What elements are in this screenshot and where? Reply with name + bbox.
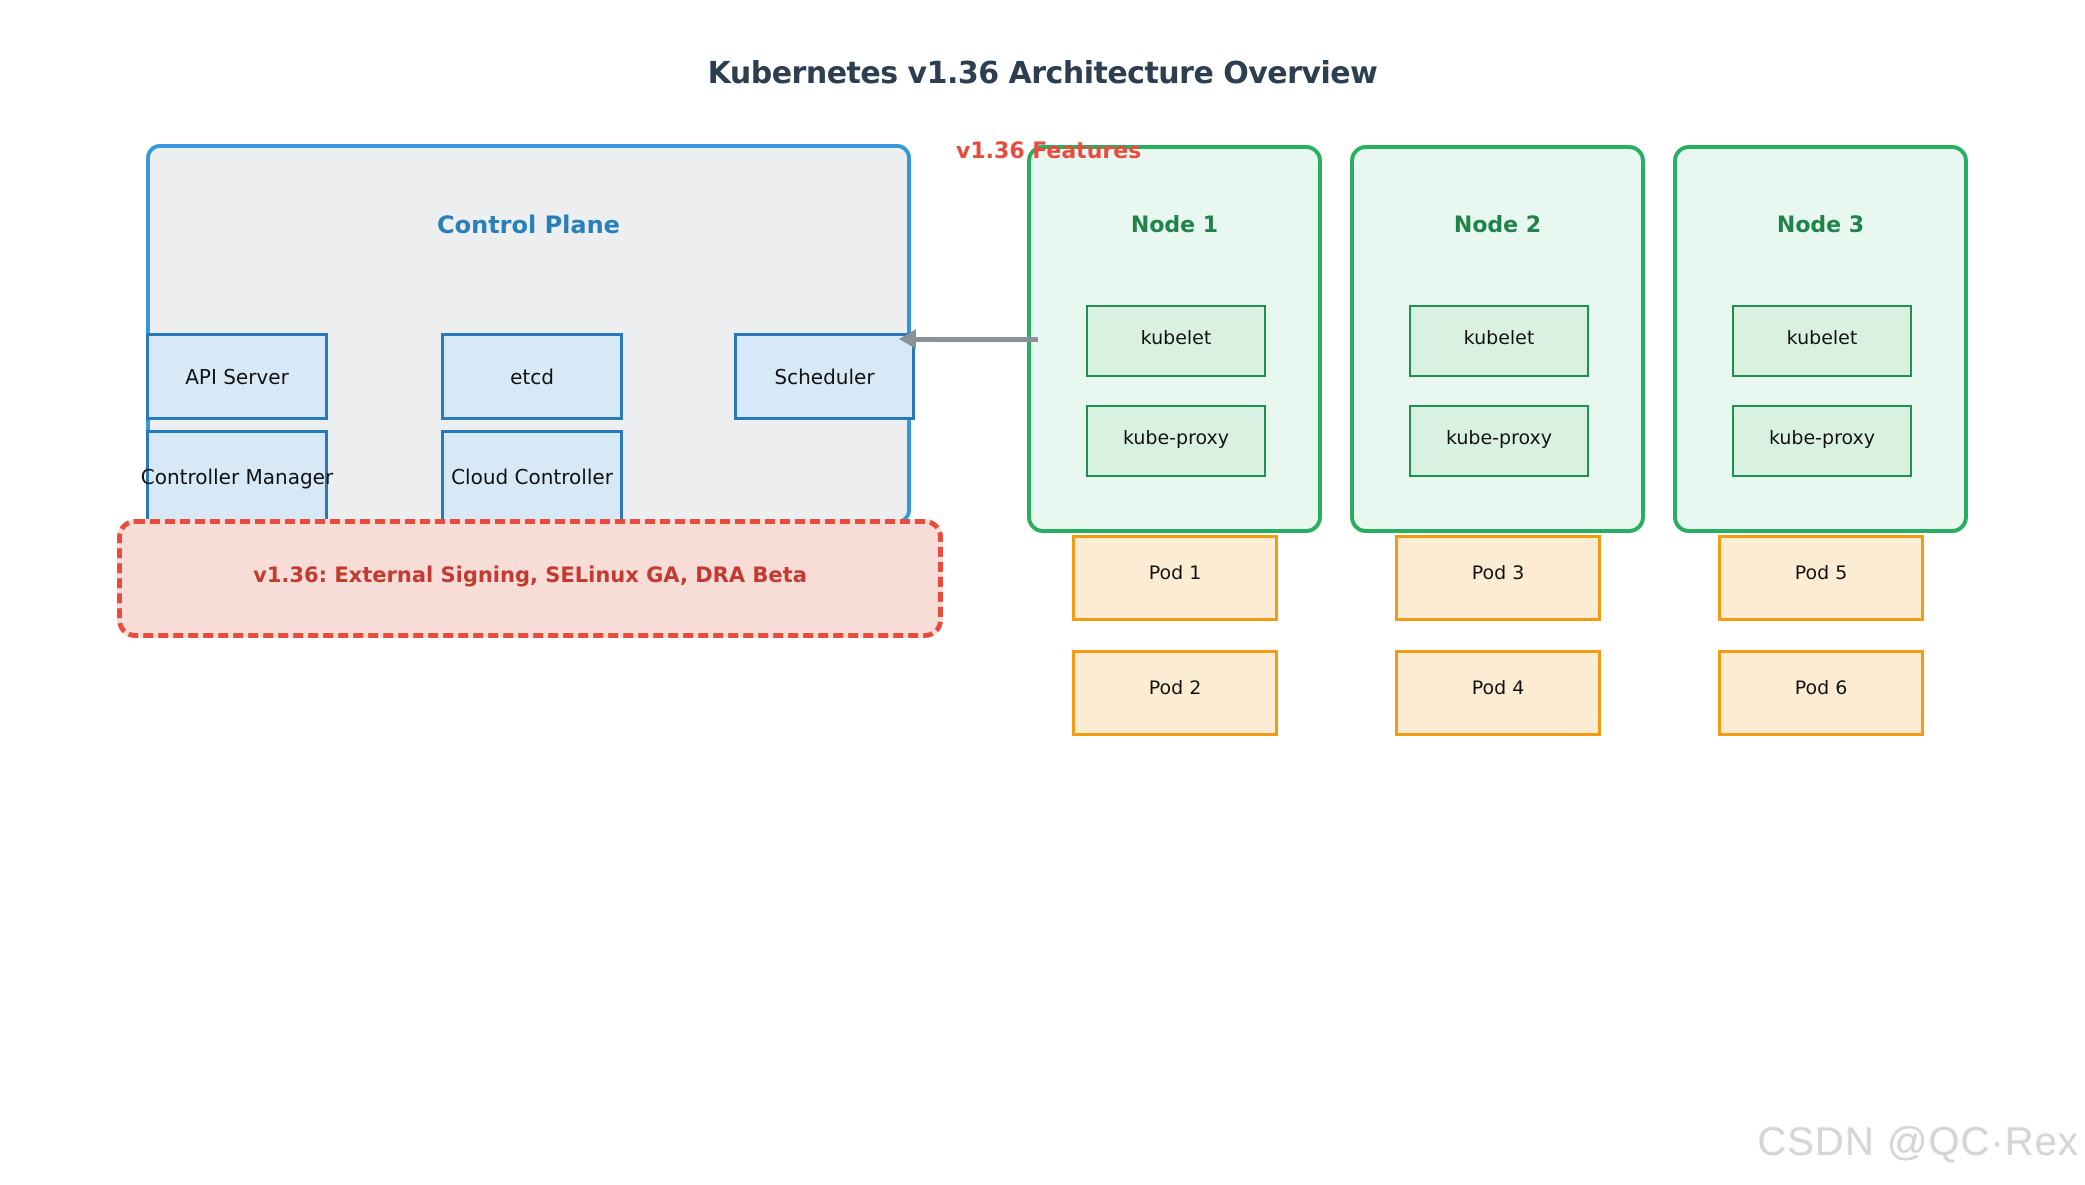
pod-3-box: Pod 3 (1395, 535, 1601, 621)
node-2-kubelet-box: kubelet (1409, 305, 1589, 377)
arrow-left-icon (899, 329, 916, 349)
node-1-box: Node 1 kubelet kube-proxy (1027, 145, 1322, 533)
node-2-label: Node 2 (1453, 213, 1542, 238)
page-title: Kubernetes v1.36 Architecture Overview (707, 56, 1378, 91)
etcd-box: etcd (441, 333, 623, 420)
features-callout-label: v1.36 Features (956, 139, 1142, 164)
cloud-controller-box: Cloud Controller (441, 430, 623, 524)
node-3-kube-proxy-box: kube-proxy (1732, 405, 1912, 477)
features-banner: v1.36: External Signing, SELinux GA, DRA… (117, 519, 943, 638)
node-3-kubelet-box: kubelet (1732, 305, 1912, 377)
pod-6-box: Pod 6 (1718, 650, 1924, 736)
arrow-line (914, 337, 1038, 342)
control-plane-box: Control Plane API Server etcd Scheduler … (141, 144, 915, 524)
node-2-kube-proxy-box: kube-proxy (1409, 405, 1589, 477)
pod-2-box: Pod 2 (1072, 650, 1278, 736)
node-1-kube-proxy-box: kube-proxy (1086, 405, 1266, 477)
scheduler-box: Scheduler (734, 333, 915, 420)
pod-5-box: Pod 5 (1718, 535, 1924, 621)
node-1-label: Node 1 (1130, 213, 1219, 238)
api-server-box: API Server (146, 333, 328, 420)
pod-1-box: Pod 1 (1072, 535, 1278, 621)
node-3-box: Node 3 kubelet kube-proxy (1673, 145, 1968, 533)
watermark: CSDN @QC·Rex (1757, 1120, 2079, 1164)
node-2-box: Node 2 kubelet kube-proxy (1350, 145, 1645, 533)
control-plane-label: Control Plane (437, 211, 620, 239)
pod-4-box: Pod 4 (1395, 650, 1601, 736)
node-3-label: Node 3 (1776, 213, 1865, 238)
controller-manager-box: Controller Manager (141, 430, 333, 524)
node-1-kubelet-box: kubelet (1086, 305, 1266, 377)
